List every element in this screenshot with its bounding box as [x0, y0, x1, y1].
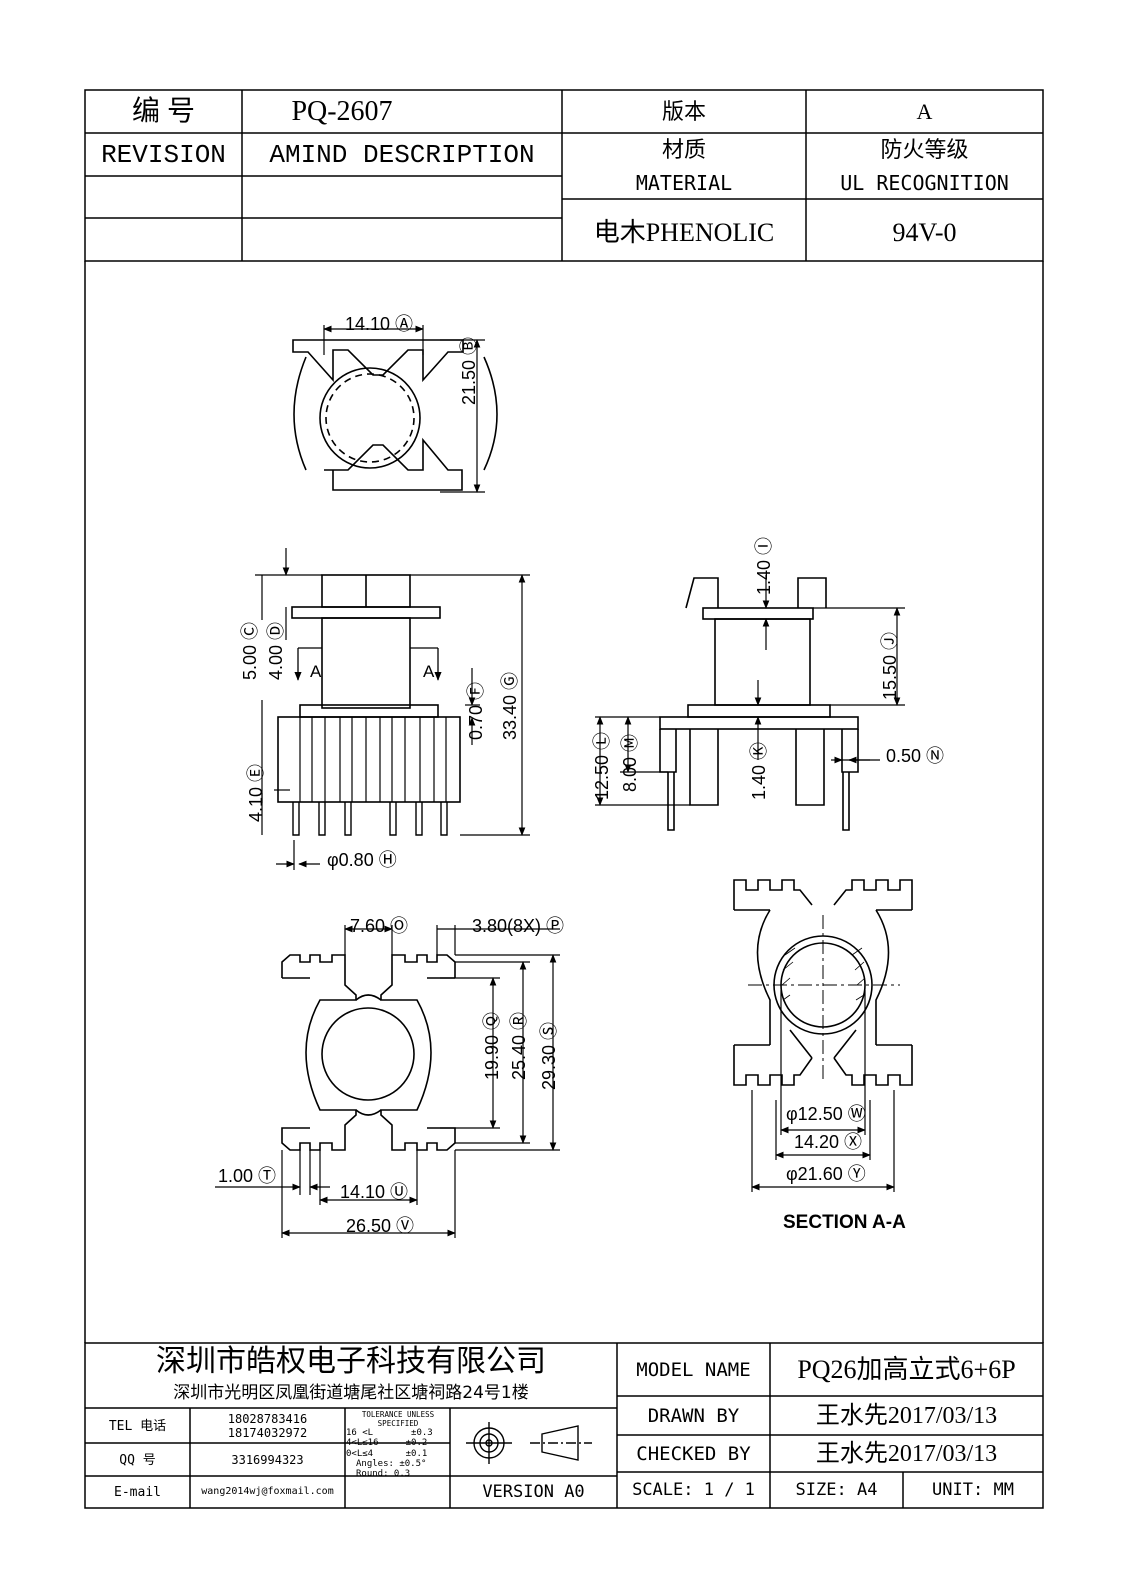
dim-value-A: 14.10 [345, 314, 391, 334]
version-value: A [916, 99, 933, 124]
dim-label-A: 14.10 Ⓐ [345, 310, 413, 336]
amind-description-label: AMIND DESCRIPTION [269, 140, 535, 170]
marker-V: Ⓥ [391, 1216, 415, 1236]
dim-label-N: 0.50 Ⓝ [886, 742, 944, 768]
marker-X: Ⓧ [839, 1132, 863, 1152]
scale-label: SCALE: 1 / 1 [632, 1480, 755, 1500]
marker-Y: Ⓨ [842, 1164, 866, 1184]
dim-label-X: 14.20 Ⓧ [794, 1128, 862, 1154]
dim-label-H: φ0.80 Ⓗ [327, 846, 397, 872]
section-centerlines [748, 915, 900, 1080]
dims-front [255, 548, 530, 870]
dim-value-W: φ12.50 [786, 1104, 843, 1124]
dim-value-H: φ0.80 [327, 850, 374, 870]
dim-A [323, 325, 424, 355]
material-value: 电木PHENOLIC [593, 218, 775, 247]
ul-label-en: UL RECOGNITION [840, 171, 1009, 195]
checked-by-label: CHECKED BY [636, 1442, 751, 1465]
dim-value-U: 14.10 [340, 1182, 386, 1202]
revision-label: REVISION [101, 140, 226, 170]
dims-side [595, 575, 905, 806]
ul-value: 94V-0 [892, 218, 957, 247]
dim-value-N: 0.50 [886, 746, 922, 766]
section-hatch [781, 947, 866, 1001]
dim-label-P: 3.80(8X) Ⓟ [472, 912, 564, 938]
section-cut-arrows [294, 647, 442, 681]
email-value: wang2014wj@foxmail.com [201, 1486, 334, 1497]
dim-value-X: 14.20 [794, 1132, 840, 1152]
marker-T: Ⓣ [253, 1166, 277, 1186]
first-angle-projection-symbol [466, 1422, 592, 1464]
drawn-by-label: DRAWN BY [647, 1404, 740, 1427]
dim-label-V: 26.50 Ⓥ [346, 1212, 414, 1238]
company-name: 深圳市皓权电子科技有限公司 [156, 1345, 546, 1378]
tolerance-title: TOLERANCE UNLESS SPECIFIED [361, 1410, 435, 1428]
ul-label-cn: 防火等级 [880, 137, 969, 162]
marker-U: Ⓤ [385, 1182, 409, 1202]
tolerance-line-5: Round: 0.3 [356, 1469, 411, 1480]
unit-label: UNIT: MM [932, 1480, 1014, 1500]
tolerance-line-2: 4<L≤16 ±0.2 [346, 1438, 428, 1449]
section-marker-left: A [310, 662, 322, 681]
dim-label-Y: φ21.60 Ⓨ [786, 1160, 866, 1186]
dim-B [440, 339, 485, 493]
model-name-label: MODEL NAME [636, 1358, 751, 1381]
dim-label-U: 14.10 Ⓤ [340, 1178, 408, 1204]
tel-values: 18028783416 18174032972 [190, 1412, 345, 1440]
tolerance-line-4: Angles: ±0.5° [356, 1459, 427, 1470]
dim-label-T: 1.00 Ⓣ [218, 1162, 276, 1188]
tolerance-block: TOLERANCE UNLESS SPECIFIED 16 <L ±0.3 4<… [346, 1410, 450, 1480]
marker-P: Ⓟ [541, 916, 565, 936]
dim-value-O: 7.60 [350, 916, 386, 936]
marker-O: Ⓞ [385, 916, 409, 936]
qq-label: QQ 号 [119, 1452, 156, 1468]
tolerance-line-1: 16 <L ±0.3 [346, 1428, 433, 1438]
dim-value-T: 1.00 [218, 1166, 254, 1186]
part-number: PQ-2607 [291, 96, 393, 127]
dims-bottom [215, 925, 560, 1238]
dim-label-O: 7.60 Ⓞ [350, 912, 408, 938]
dim-value-V: 26.50 [346, 1216, 392, 1236]
bianhao-label: 编 号 [131, 96, 195, 127]
model-name-value: PQ26加高立式6+6P [797, 1355, 1016, 1384]
material-label-cn: 材质 [661, 137, 706, 162]
tel-number-2: 18174032972 [227, 1426, 308, 1440]
checked-by-value: 王水先2017/03/13 [815, 1441, 998, 1467]
material-label-en: MATERIAL [635, 171, 733, 195]
marker-N: Ⓝ [921, 746, 945, 766]
version-label: 版本 [661, 99, 706, 124]
marker-H: Ⓗ [373, 850, 397, 870]
marker-A: Ⓐ [390, 314, 414, 334]
tolerance-line-3: 0<L≤4 ±0.1 [346, 1448, 428, 1459]
dim-label-W: φ12.50 Ⓦ [786, 1100, 866, 1126]
size-label: SIZE: A4 [795, 1480, 878, 1500]
drawn-by-value: 王水先2017/03/13 [815, 1403, 998, 1429]
section-marker-right: A [423, 662, 435, 681]
tel-label: TEL 电话 [108, 1418, 167, 1434]
front-view [277, 574, 461, 836]
header-grid-lines [84, 89, 1044, 262]
dim-value-P: 3.80(8X) [472, 916, 542, 936]
dims-section [751, 990, 895, 1192]
company-address: 深圳市光明区凤凰街道塘尾社区塘祠路24号1楼 [173, 1382, 529, 1403]
email-label: E-mail [114, 1484, 161, 1500]
dim-value-Y: φ21.60 [786, 1164, 843, 1184]
version-text: VERSION A0 [482, 1481, 585, 1502]
top-view [292, 339, 498, 491]
section-title: SECTION A-A [783, 1212, 906, 1233]
qq-value: 3316994323 [231, 1453, 304, 1467]
tel-number-1: 18028783416 [227, 1412, 308, 1426]
marker-W: Ⓦ [842, 1104, 866, 1124]
